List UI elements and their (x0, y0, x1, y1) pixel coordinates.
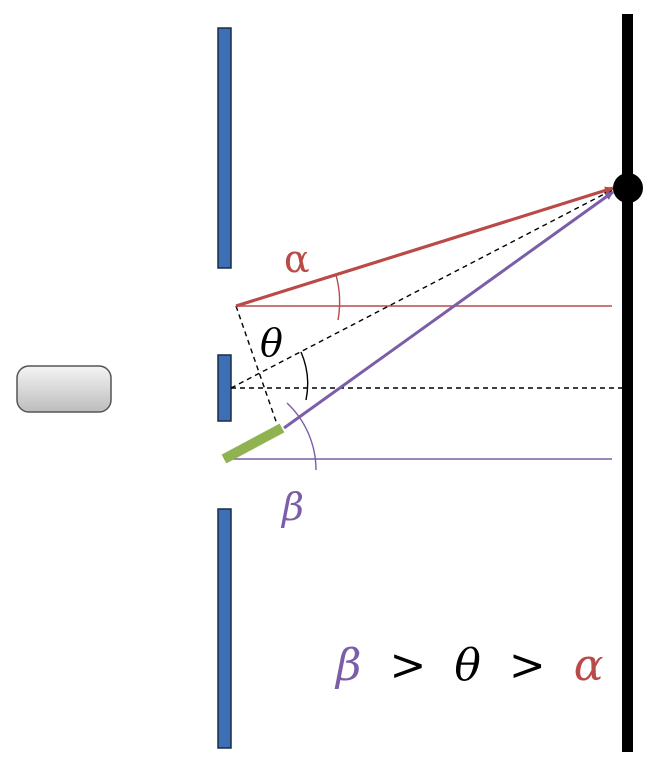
relation-gt-1: > (389, 640, 426, 691)
alpha-angle-arc (335, 274, 341, 321)
alpha-label: α (284, 237, 310, 281)
perpendicular-dashed (235, 305, 280, 431)
light-source (16, 365, 112, 413)
theta-label: θ (260, 321, 283, 365)
screen-point (613, 173, 643, 203)
beta-label: β (280, 485, 304, 529)
barrier-top (217, 27, 232, 269)
path-difference-segment (221, 423, 285, 464)
barrier-middle (217, 354, 232, 422)
relation-theta: θ (454, 640, 481, 691)
relation-gt-2: > (509, 640, 546, 691)
screen (622, 14, 633, 752)
barrier-bottom (217, 508, 232, 749)
angle-relation: β > θ > α (334, 640, 603, 691)
relation-beta: β (334, 640, 361, 691)
beta-ray (283, 190, 614, 430)
relation-alpha: α (574, 640, 604, 691)
beta-angle-arc (286, 402, 317, 471)
alpha-ray (235, 186, 614, 308)
theta-angle-arc (300, 351, 309, 401)
